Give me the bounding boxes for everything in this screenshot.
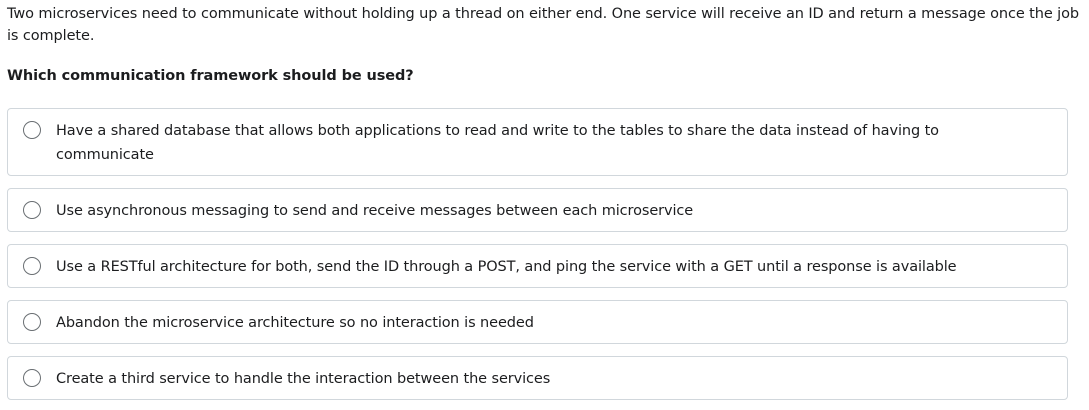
radio-button-2[interactable] bbox=[23, 201, 41, 219]
answer-option-4[interactable]: Abandon the microservice architecture so… bbox=[7, 300, 1068, 344]
answer-option-1[interactable]: Have a shared database that allows both … bbox=[7, 108, 1068, 176]
answer-option-2[interactable]: Use asynchronous messaging to send and r… bbox=[7, 188, 1068, 232]
question-prompt: Which communication framework should be … bbox=[7, 68, 414, 84]
answer-option-3[interactable]: Use a RESTful architecture for both, sen… bbox=[7, 244, 1068, 288]
answer-option-2-label: Use asynchronous messaging to send and r… bbox=[56, 203, 694, 219]
radio-button-5[interactable] bbox=[23, 369, 41, 387]
answer-option-3-label: Use a RESTful architecture for both, sen… bbox=[56, 259, 957, 275]
radio-button-3[interactable] bbox=[23, 257, 41, 275]
radio-button-4[interactable] bbox=[23, 313, 41, 331]
answer-option-4-label: Abandon the microservice architecture so… bbox=[56, 315, 534, 331]
answer-option-1-label: Have a shared database that allows both … bbox=[56, 123, 939, 163]
answer-option-5[interactable]: Create a third service to handle the int… bbox=[7, 356, 1068, 400]
question-text: Two microservices need to communicate wi… bbox=[7, 6, 1079, 44]
radio-button-1[interactable] bbox=[23, 121, 41, 139]
answer-option-5-label: Create a third service to handle the int… bbox=[56, 371, 551, 387]
